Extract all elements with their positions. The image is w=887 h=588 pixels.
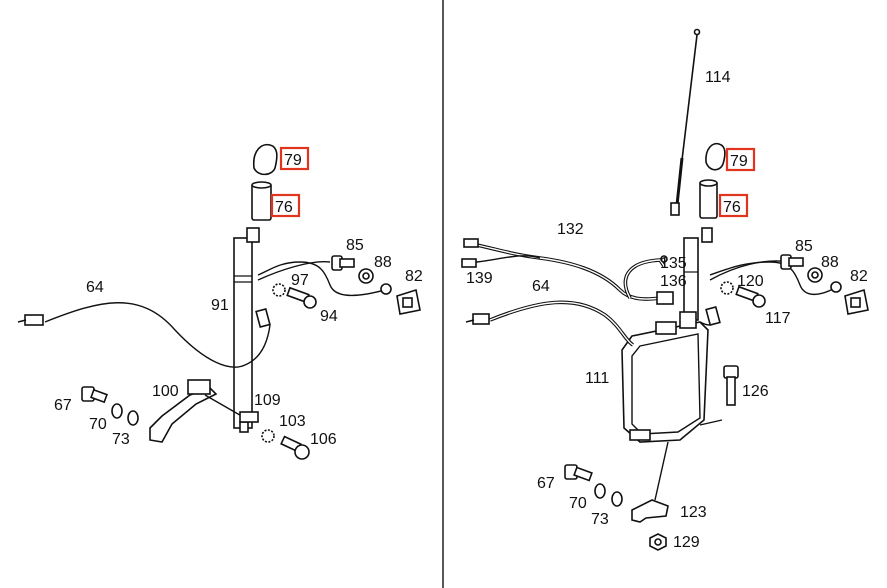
- bolt-85-right: [780, 254, 804, 270]
- washer-73: [127, 410, 139, 426]
- callout-129-right: 129: [673, 534, 700, 551]
- callout-76-right: 76: [723, 199, 741, 216]
- highlight-box-76-right: [718, 193, 749, 218]
- callout-82-left: 82: [405, 268, 423, 285]
- callout-100-left: 100: [152, 383, 179, 400]
- washer-70-right: [594, 483, 606, 499]
- callout-82-right: 82: [850, 268, 868, 285]
- screw-117: [735, 285, 766, 308]
- callout-94-left: 94: [320, 308, 338, 325]
- antenna-mast-right: [683, 227, 713, 321]
- washer-70: [111, 403, 123, 419]
- callout-70-left: 70: [89, 416, 107, 433]
- callout-120-right: 120: [737, 273, 764, 290]
- callout-79-left: 79: [284, 152, 302, 169]
- callout-88-left: 88: [374, 254, 392, 271]
- callout-106-left: 106: [310, 431, 337, 448]
- bolt-106: [280, 435, 310, 460]
- washer-73-right: [611, 491, 623, 507]
- callout-117-right: 117: [765, 310, 791, 327]
- connector-64-right: [465, 313, 490, 325]
- callout-70-right: 70: [569, 495, 587, 512]
- clip-82: [396, 288, 421, 315]
- callout-132-right: 132: [557, 221, 584, 238]
- callout-139-right: 139: [466, 270, 493, 287]
- callout-111-right: 111: [585, 370, 609, 387]
- connector-139: [461, 238, 479, 268]
- lock-washer-97: [272, 283, 286, 297]
- callout-136-right: 136: [660, 273, 687, 290]
- callout-76-left: 76: [275, 199, 293, 216]
- lock-washer-120: [720, 281, 734, 295]
- motor-housing-111: [621, 311, 709, 443]
- bolt-126: [723, 365, 739, 406]
- clip-82-right: [844, 288, 869, 315]
- left-panel: 79 76 85 88 82 97 94 91 64 100 109 103 1…: [17, 143, 423, 460]
- callout-64-left: 64: [86, 279, 104, 296]
- callout-109-left: 109: [254, 392, 281, 409]
- nut-88-right: [807, 267, 823, 283]
- callout-135-right: 135: [660, 255, 687, 272]
- callout-103-left: 103: [279, 413, 306, 430]
- antenna-cap-79: [252, 143, 278, 176]
- callout-126-right: 126: [742, 383, 769, 400]
- bolt-67-right: [564, 464, 593, 482]
- callout-114-right: 114: [705, 69, 731, 86]
- connector-64: [17, 314, 44, 326]
- lock-washer-103: [261, 429, 275, 443]
- antenna-mast-91: [233, 227, 260, 433]
- antenna-rod-114: [670, 28, 701, 216]
- antenna-sleeve-76-right: [699, 179, 718, 219]
- clamp-109: [204, 394, 259, 423]
- callout-79-right: 79: [730, 153, 748, 170]
- callout-88-right: 88: [821, 254, 839, 271]
- callout-67-left: 67: [54, 397, 72, 414]
- bracket-100: [149, 379, 218, 443]
- bracket-123: [631, 499, 669, 523]
- nut-129: [649, 533, 667, 551]
- antenna-sleeve-76: [251, 181, 272, 221]
- highlight-box-76-left: [270, 193, 301, 218]
- callout-73-right: 73: [591, 511, 609, 528]
- callout-91-left: 91: [211, 297, 229, 314]
- callout-85-right: 85: [795, 238, 813, 255]
- callout-85-left: 85: [346, 237, 364, 254]
- callout-123-right: 123: [680, 504, 707, 521]
- highlight-box-79-left: [279, 146, 310, 171]
- screw-94: [286, 286, 317, 309]
- callout-97-left: 97: [291, 272, 309, 289]
- nut-88: [358, 268, 374, 284]
- callout-64-right: 64: [532, 278, 550, 295]
- bolt-67: [81, 386, 108, 404]
- bolt-85: [331, 255, 355, 271]
- highlight-box-79-right: [725, 147, 756, 172]
- callout-73-left: 73: [112, 431, 130, 448]
- plug-135: [656, 291, 674, 305]
- callout-67-right: 67: [537, 475, 555, 492]
- right-panel: 114 79 76 132 135 136 139 85 88 82 120 1…: [461, 28, 869, 551]
- antenna-cap-79-right: [705, 142, 726, 171]
